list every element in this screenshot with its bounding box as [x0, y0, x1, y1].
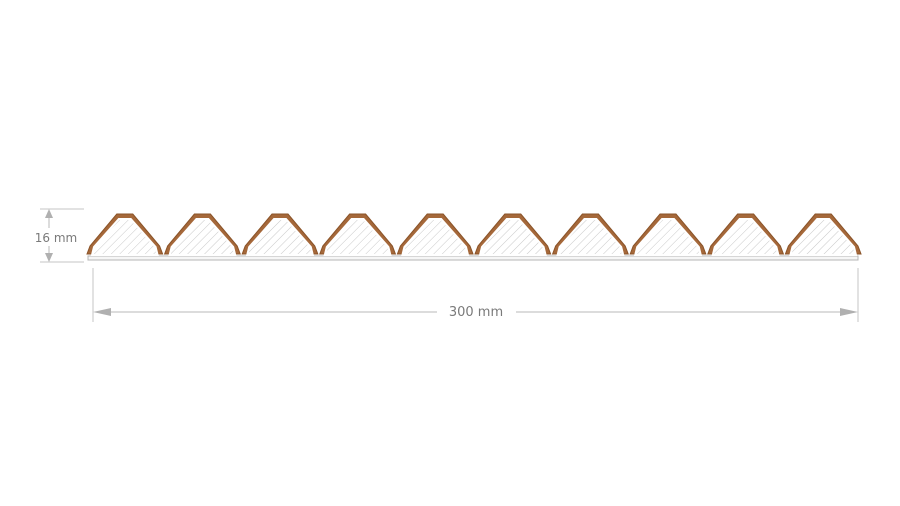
- slat-core-hatch: [90, 218, 159, 256]
- slat-profile: [319, 213, 397, 256]
- slat-profile: [163, 213, 241, 256]
- height-dimension: 16 mm: [35, 208, 84, 263]
- slat-core-hatch: [245, 218, 315, 256]
- slat-profile: [629, 213, 707, 256]
- slat-core-hatch: [633, 218, 703, 256]
- height-label: 16 mm: [35, 231, 77, 245]
- slat-core-hatch: [556, 218, 625, 256]
- width-arrow-left-icon: [93, 308, 111, 316]
- width-arrow-right-icon: [840, 308, 858, 316]
- height-arrow-up-icon: [45, 209, 53, 218]
- slat-core-hatch: [711, 218, 780, 256]
- panel-base-strip: [87, 255, 859, 261]
- slat-core-hatch: [478, 218, 547, 256]
- slat-profiles: [86, 213, 862, 256]
- slat-profile: [784, 213, 862, 256]
- width-label: 300 mm: [449, 305, 503, 320]
- slat-profile: [474, 213, 552, 256]
- slat-core-hatch: [323, 218, 392, 256]
- slat-profile: [396, 213, 474, 256]
- slat-profile: [241, 213, 319, 256]
- slat-profile: [551, 213, 629, 256]
- slat-core-hatch: [168, 218, 237, 256]
- width-dimension: 300 mm: [92, 268, 859, 322]
- slat-core-hatch: [401, 218, 470, 256]
- slat-profile: [86, 213, 164, 256]
- slat-core-hatch: [789, 218, 858, 256]
- height-arrow-down-icon: [45, 253, 53, 262]
- slat-profile: [707, 213, 785, 256]
